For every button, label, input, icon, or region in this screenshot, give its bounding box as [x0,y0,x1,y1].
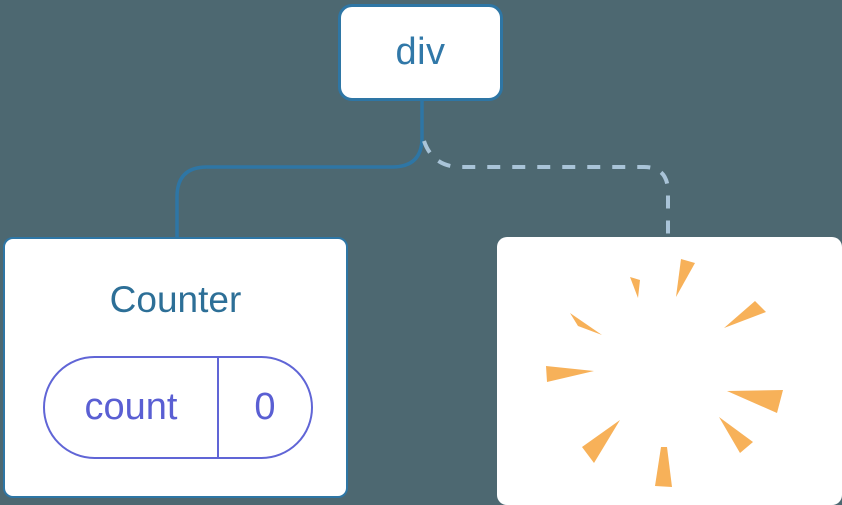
poof-ray [570,313,602,335]
state-name-label: count [45,358,219,457]
removed-card [497,237,842,505]
connector-solid-line [175,93,424,242]
root-node-label: div [395,31,446,73]
counter-card: Counter count 0 [3,237,348,498]
state-pill: count 0 [43,356,313,459]
poof-ray [630,277,640,298]
state-value: 0 [254,386,276,428]
poof-ray [582,420,620,463]
poof-ray [676,259,695,297]
poof-ray [546,366,594,382]
connector-dashed-line [422,140,670,240]
poof-ray [719,417,753,453]
poof-explosion-icon [546,259,783,487]
poof-ray [724,301,766,328]
poof-ray [727,390,783,413]
root-node: div [338,4,503,101]
poof-ray [655,447,672,487]
counter-title: Counter [109,279,242,320]
